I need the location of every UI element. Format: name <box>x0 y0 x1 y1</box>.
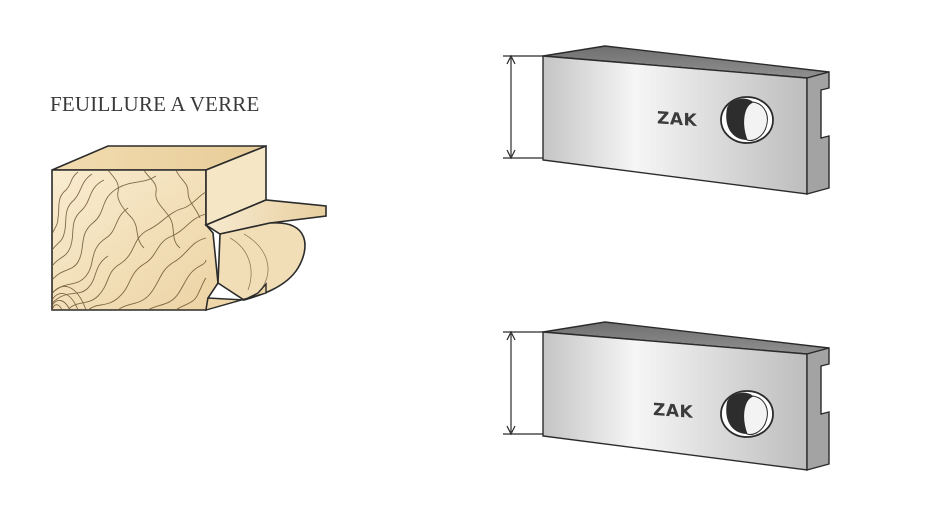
wood-grain-lines <box>51 169 207 311</box>
planer-knife-top: ZAK <box>503 45 830 195</box>
knife-end-side <box>806 71 830 195</box>
zak-logo-text: ZAK <box>657 108 697 131</box>
mounting-hole-icon <box>720 96 774 144</box>
height-dimension-line <box>503 330 543 436</box>
wood-end-grain-face <box>51 169 219 311</box>
zak-logo-text: ZAK <box>653 400 693 423</box>
mounting-hole-icon <box>720 390 774 438</box>
profile-title: FEUILLURE A VERRE <box>50 92 260 116</box>
height-dimension-line <box>503 54 543 160</box>
planer-knife-bottom: ZAK <box>503 321 830 471</box>
knife-end-side <box>806 347 830 471</box>
wood-profile-illustration <box>51 144 327 311</box>
